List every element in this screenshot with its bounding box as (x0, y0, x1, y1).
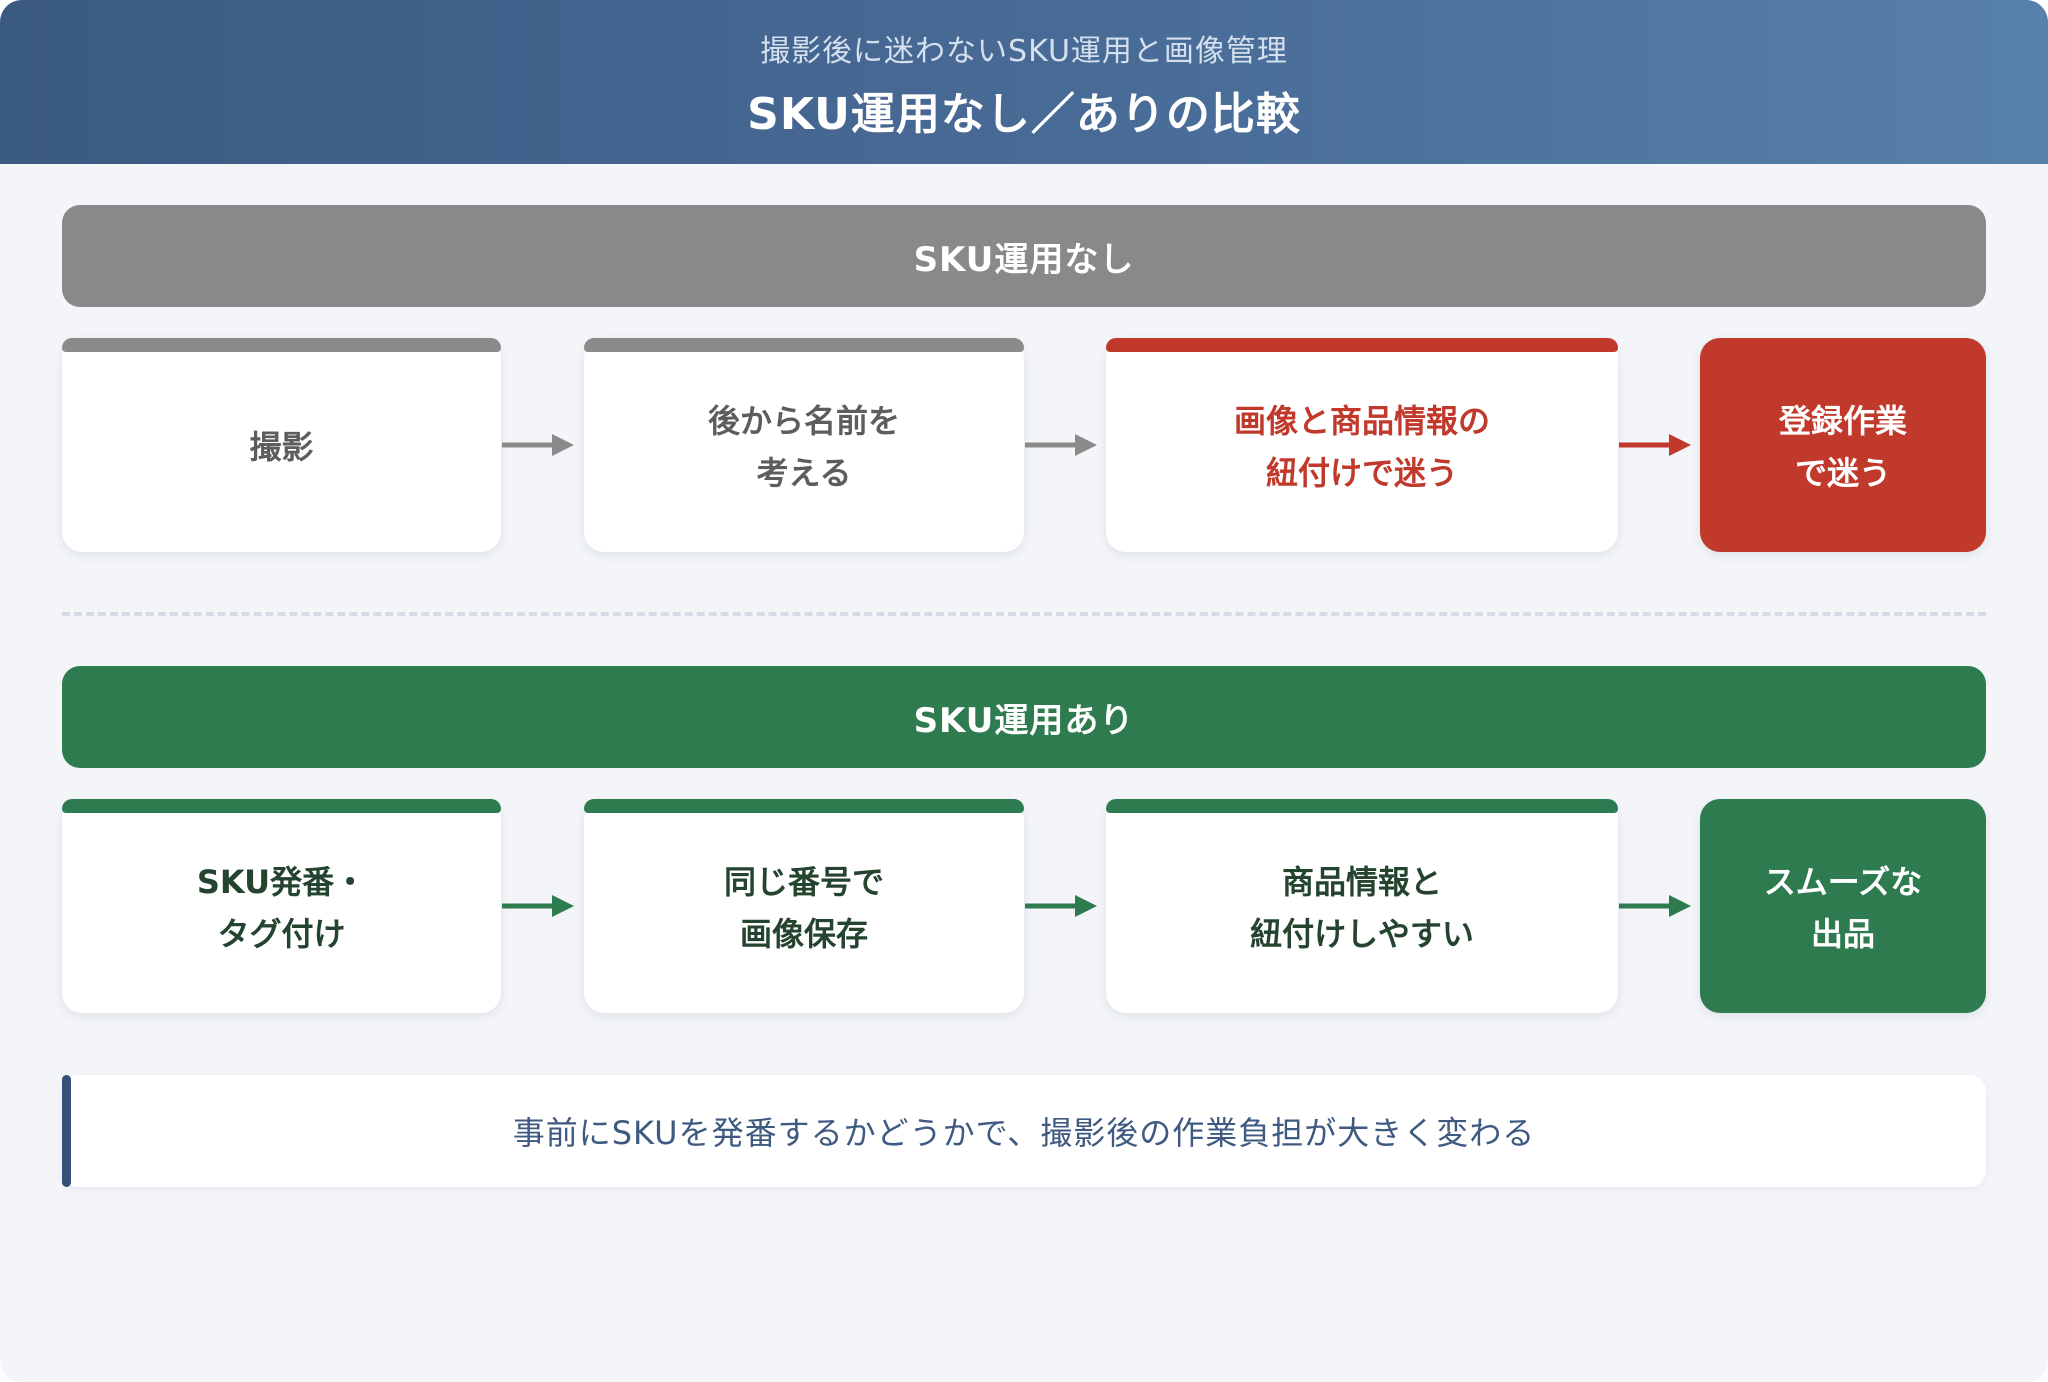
card-cap (62, 799, 501, 813)
step-label: SKU発番・ タグ付け (196, 863, 367, 953)
step-label: 撮影 (249, 428, 314, 466)
card-cap (1106, 799, 1618, 813)
step-card-save-by-number: 同じ番号で 画像保存 (584, 799, 1024, 1013)
card-cap (584, 799, 1024, 813)
card-cap (62, 338, 501, 352)
header: 撮影後に迷わないSKU運用と画像管理 SKU運用なし／ありの比較 (0, 0, 2048, 164)
section-divider (62, 612, 1986, 616)
arrow-right-icon (1025, 434, 1097, 456)
note-accent-bar (62, 1075, 71, 1187)
header-subtitle: 撮影後に迷わないSKU運用と画像管理 (760, 34, 1288, 69)
result-label: スムーズな 出品 (1763, 863, 1923, 953)
summary-note: 事前にSKUを発番するかどうかで、撮影後の作業負担が大きく変わる (62, 1075, 1986, 1187)
step-label: 同じ番号で 画像保存 (723, 863, 884, 953)
card-cap (584, 338, 1024, 352)
arrow-right-icon (1025, 895, 1097, 917)
step-label: 画像と商品情報の 紐付けで迷う (1233, 402, 1490, 492)
section-with-sku-label: SKU運用あり (62, 666, 1986, 768)
header-title: SKU運用なし／ありの比較 (747, 89, 1301, 140)
result-card-smooth: スムーズな 出品 (1700, 799, 1986, 1013)
card-cap (1106, 338, 1618, 352)
step-card-shoot: 撮影 (62, 338, 501, 552)
step-card-name-later: 後から名前を 考える (584, 338, 1024, 552)
step-label: 商品情報と 紐付けしやすい (1250, 863, 1474, 953)
arrow-right-icon (1619, 895, 1691, 917)
step-card-easy-link: 商品情報と 紐付けしやすい (1106, 799, 1618, 1013)
step-card-sku-issue: SKU発番・ タグ付け (62, 799, 501, 1013)
section-without-sku-label: SKU運用なし (62, 205, 1986, 307)
arrow-right-icon (502, 895, 574, 917)
note-text: 事前にSKUを発番するかどうかで、撮影後の作業負担が大きく変わる (512, 1114, 1536, 1152)
result-card-confused: 登録作業 で迷う (1700, 338, 1986, 552)
step-card-link-confusion: 画像と商品情報の 紐付けで迷う (1106, 338, 1618, 552)
arrow-right-icon (1619, 434, 1691, 456)
arrow-right-icon (502, 434, 574, 456)
step-label: 後から名前を 考える (707, 402, 900, 492)
result-label: 登録作業 で迷う (1778, 402, 1907, 492)
